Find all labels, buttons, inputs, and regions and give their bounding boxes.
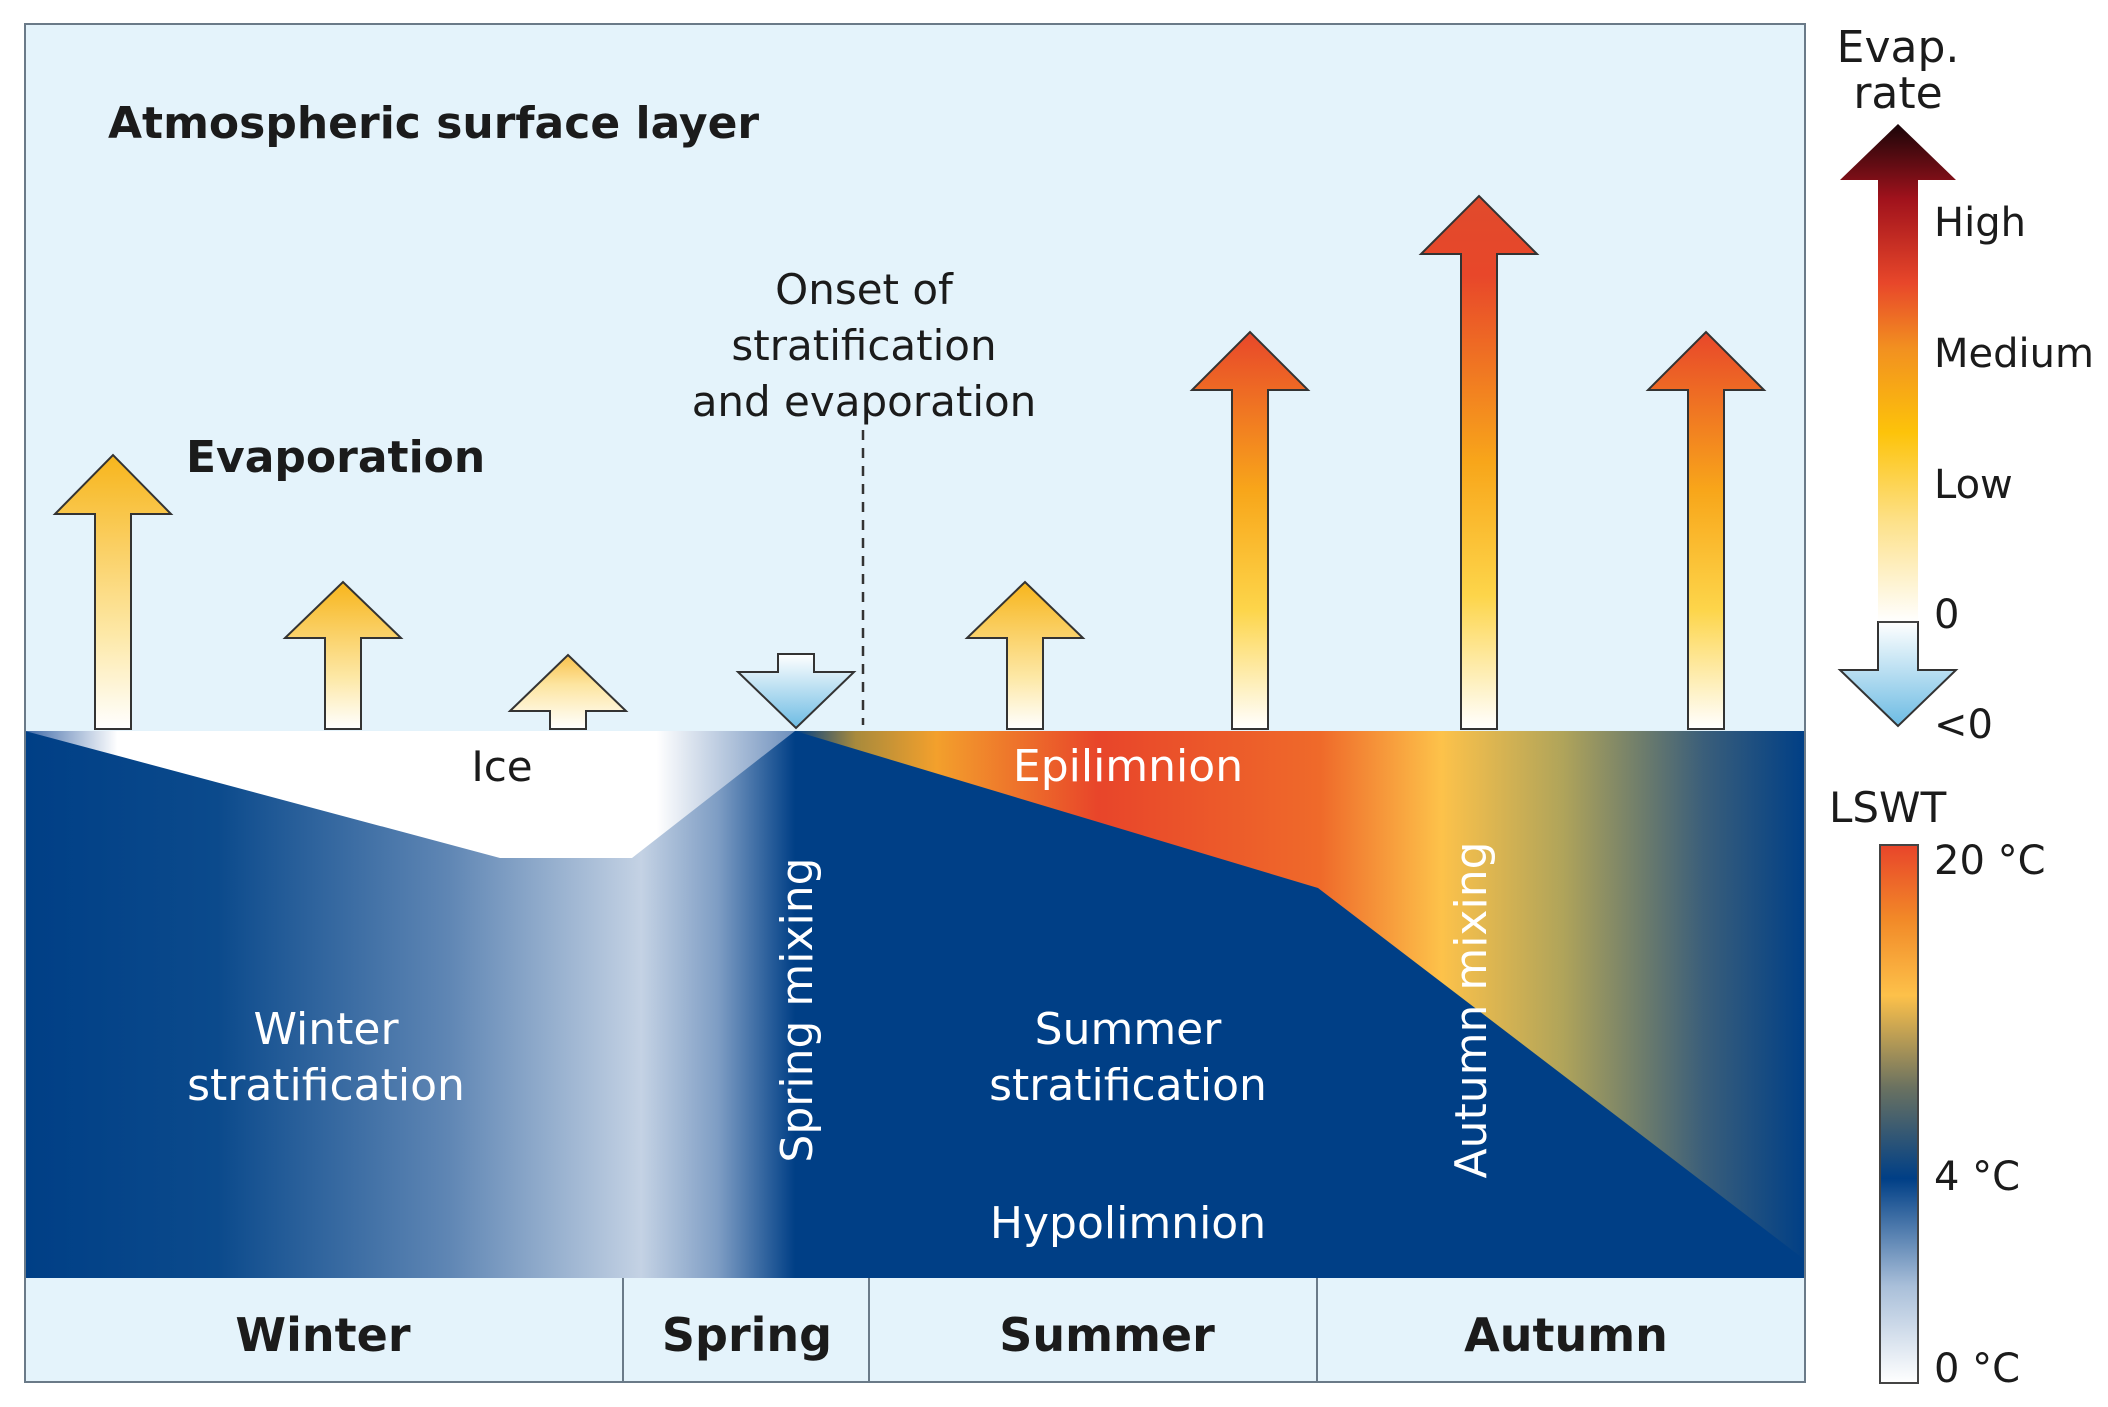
evaporation-arrow-summer-2: [1189, 330, 1311, 730]
season-label-winter: Winter: [235, 1308, 410, 1362]
diagram-frame: [24, 23, 1806, 1383]
atmosphere-title: Atmospheric surface layer: [108, 98, 759, 149]
ice-layer: [25, 731, 795, 858]
lswt-legend-title: LSWT: [1829, 783, 1947, 832]
evaporation-arrow-winter-1: [52, 453, 174, 730]
evap-legend-title-line-1: Evap.: [1837, 22, 1960, 73]
winter-stratification-line-2: stratification: [187, 1060, 465, 1111]
lswt-tick-4: 4 °C: [1934, 1154, 2020, 1200]
evap-legend-negative: <0: [1934, 702, 1993, 748]
evaporation-arrow-autumn-1: [1418, 194, 1540, 730]
season-label-summer: Summer: [999, 1308, 1215, 1362]
evap-legend-high: High: [1934, 200, 2026, 246]
season-bar: [25, 1278, 1805, 1382]
autumn-mixing-label: Autumn mixing: [1446, 841, 1497, 1178]
lswt-tick-20: 20 °C: [1934, 838, 2046, 884]
onset-label-line-2: stratification: [731, 321, 996, 370]
summer-stratification-line-2: stratification: [989, 1060, 1267, 1111]
season-label-autumn: Autumn: [1464, 1308, 1668, 1362]
evaporation-label: Evaporation: [186, 432, 485, 483]
lswt-tick-0: 0 °C: [1934, 1346, 2020, 1392]
summer-stratification-line-1: Summer: [1035, 1004, 1223, 1055]
hypolimnion-label: Hypolimnion: [990, 1198, 1266, 1249]
winter-stratification-line-1: Winter: [253, 1004, 399, 1055]
evap-legend-title-line-2: rate: [1853, 68, 1942, 119]
evaporation-arrow-spring-negative: [735, 653, 857, 730]
epilimnion-layer: [795, 731, 1805, 1260]
evap-legend-medium: Medium: [1934, 331, 2094, 377]
season-label-spring: Spring: [662, 1308, 832, 1362]
evap-legend-arrow: [1840, 124, 1956, 622]
evap-legend-negative-arrow: [1837, 621, 1959, 728]
evaporation-arrow-summer-1: [964, 580, 1086, 730]
onset-label-line-1: Onset of: [775, 265, 954, 314]
epilimnion-label: Epilimnion: [1013, 741, 1243, 792]
evaporation-arrow-winter-2: [282, 580, 404, 730]
evap-legend-zero: 0: [1934, 592, 1959, 638]
lswt-legend-bar: [1879, 844, 1919, 1384]
spring-mixing-label: Spring mixing: [772, 857, 823, 1162]
evap-legend-low: Low: [1934, 462, 2013, 508]
onset-label-line-3: and evaporation: [692, 377, 1037, 426]
evaporation-arrow-autumn-2: [1645, 330, 1767, 730]
evaporation-arrow-winter-3: [507, 653, 629, 730]
ice-label: Ice: [471, 742, 532, 791]
